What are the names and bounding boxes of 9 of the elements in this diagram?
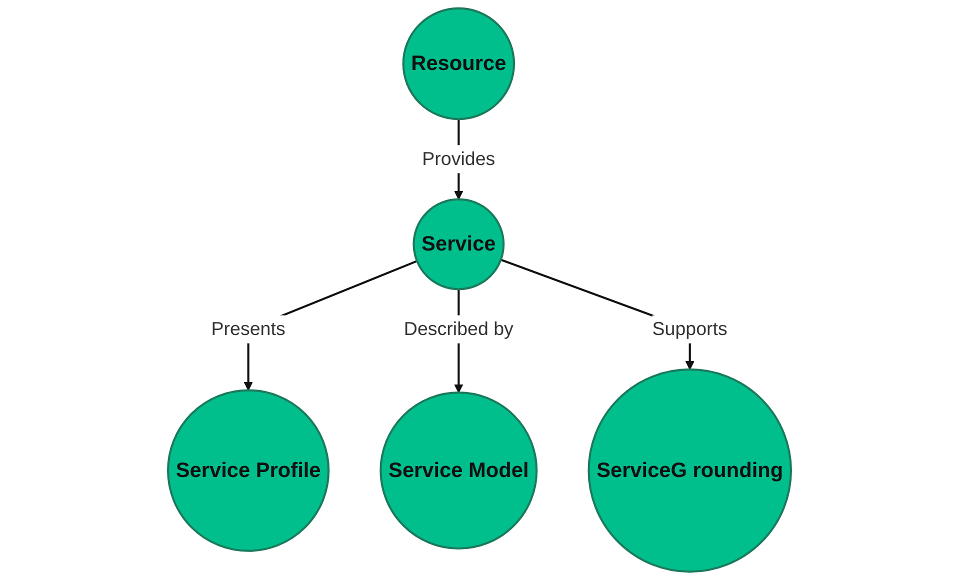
edge-label: Presents [211,318,286,340]
edge-label: Described by [404,318,514,340]
node-circle: Service [412,198,505,290]
edge-label: Supports [652,318,728,340]
node-circle: Resource [402,7,516,120]
node-circle: Service Profile [167,389,330,552]
edge-label: Provides [422,148,496,170]
node-circle: ServiceG rounding [588,368,792,573]
node-circle: Service Model [380,392,538,550]
